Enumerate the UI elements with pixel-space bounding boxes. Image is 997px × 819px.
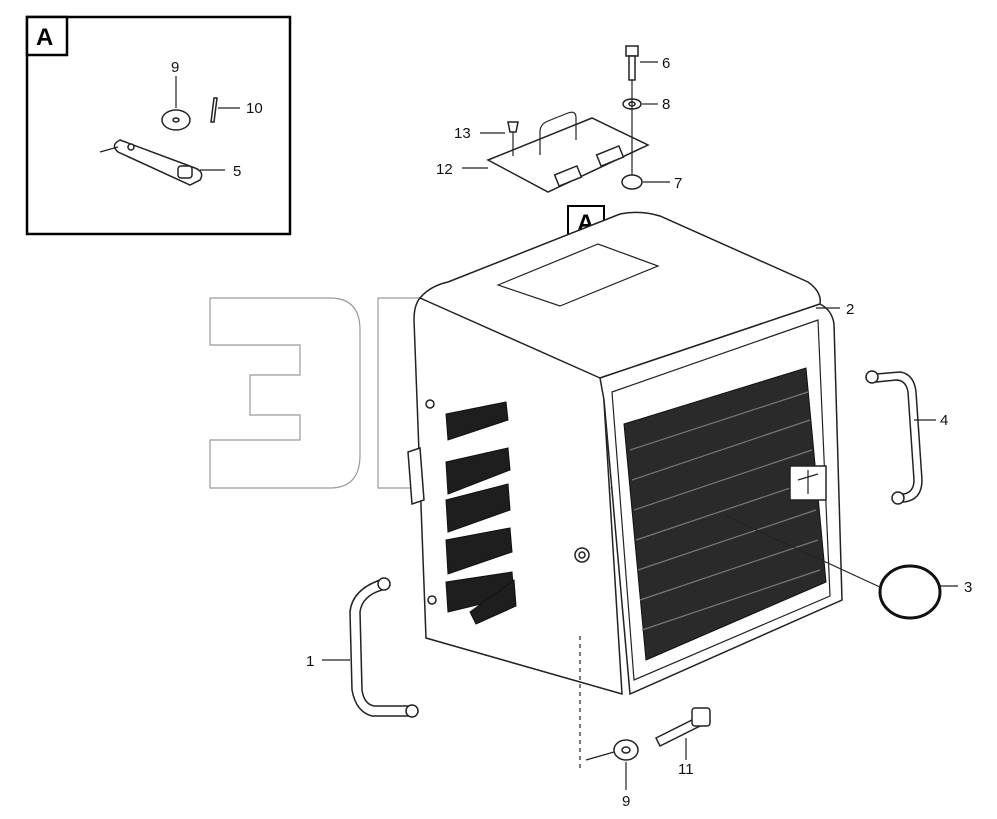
handle-part-4 (865, 370, 936, 505)
callout-5-detail: 5 (233, 163, 241, 180)
detail-view-a: A 9 10 5 (25, 15, 292, 236)
callout-2: 2 (846, 301, 854, 318)
bolt-washer-nut-stack (621, 45, 670, 190)
pin-part-10-detail (210, 97, 218, 123)
callout-9: 9 (622, 793, 630, 810)
callout-6: 6 (662, 55, 670, 72)
callout-13: 13 (454, 125, 471, 142)
callout-10-detail: 10 (246, 100, 263, 117)
callout-8: 8 (662, 96, 670, 113)
seal-ring-part-3 (725, 515, 958, 620)
callout-4: 4 (940, 412, 948, 429)
link-plate-part-5 (99, 139, 203, 186)
callout-1: 1 (306, 653, 314, 670)
callout-11: 11 (678, 761, 694, 778)
callout-9-detail: 9 (171, 59, 179, 76)
detail-view-tag: A (36, 24, 53, 51)
side-louvers (445, 401, 517, 625)
front-grille (623, 367, 827, 661)
callout-12: 12 (436, 161, 453, 178)
handle-part-1 (322, 577, 419, 718)
bottom-fasteners (585, 707, 711, 790)
radiator-housing (407, 211, 843, 770)
callout-3: 3 (964, 579, 972, 596)
screw-part-13 (507, 121, 519, 133)
top-cover-plate (462, 111, 650, 193)
callout-7: 7 (674, 175, 682, 192)
